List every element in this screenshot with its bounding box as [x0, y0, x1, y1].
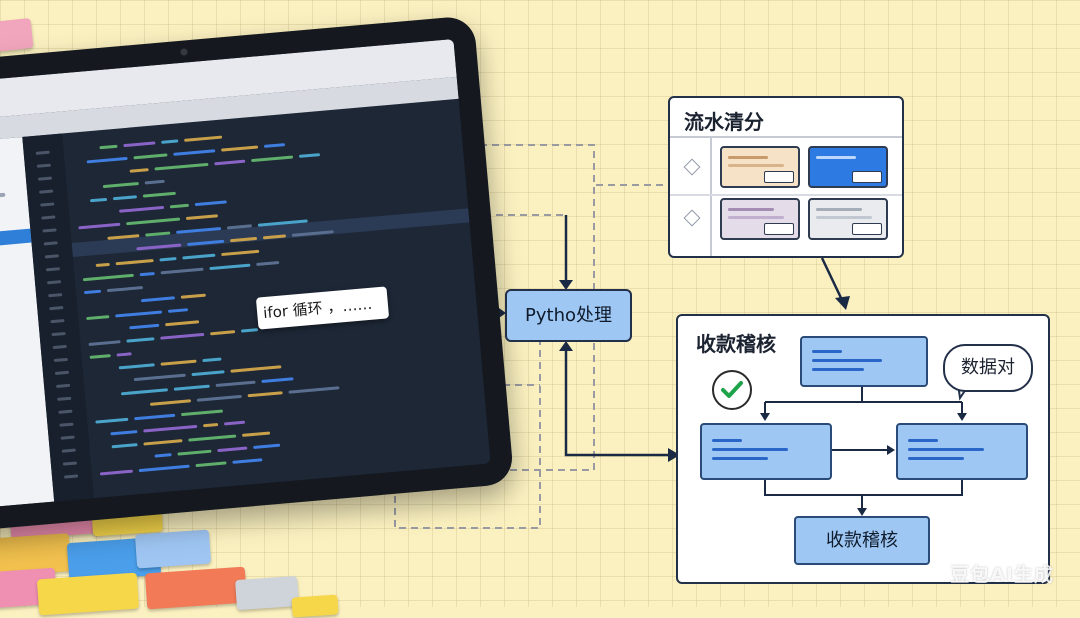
flow-card — [720, 198, 800, 240]
reconcile-node-left — [700, 423, 832, 480]
divider — [670, 194, 902, 196]
divider — [710, 138, 712, 256]
python-process-node: Pytho处理 — [505, 289, 632, 342]
divider — [670, 136, 902, 138]
reconcile-node-top — [800, 336, 928, 387]
data-match-bubble: 数据对 — [943, 344, 1033, 392]
flow-card — [808, 198, 888, 240]
reconcile-node-right — [896, 423, 1028, 480]
reconcile-result-node: 收款稽核 — [794, 516, 930, 565]
watermark: 豆包AI生成 — [950, 564, 1054, 586]
reconcile-title: 收款稽核 — [696, 332, 776, 356]
flow-split-panel: 流水清分 — [668, 96, 904, 258]
flow-card — [808, 146, 888, 188]
flow-card — [720, 146, 800, 188]
check-circle-icon — [712, 370, 752, 410]
flow-split-title: 流水清分 — [684, 110, 764, 134]
